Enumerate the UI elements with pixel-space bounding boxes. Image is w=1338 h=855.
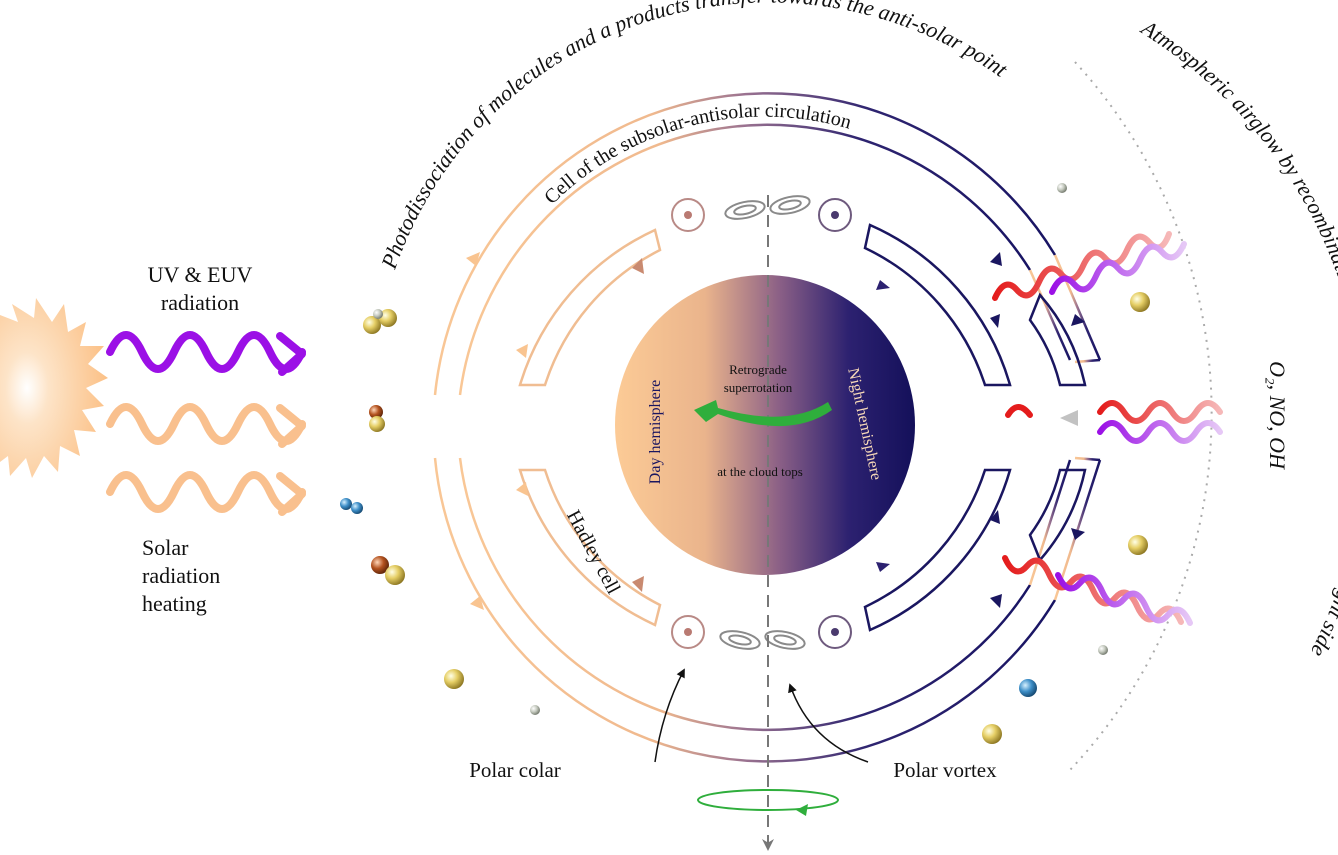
polar-colar-pointer — [654, 668, 685, 763]
cloud-tops-label: at the cloud tops — [717, 464, 803, 479]
hadley-cells-night — [863, 223, 1087, 632]
solar-label-line3: heating — [142, 591, 207, 616]
polar-colar-label: Polar colar — [469, 758, 561, 782]
solar-label-line1: Solar — [142, 535, 189, 560]
polar-vortex-pointer — [788, 683, 869, 763]
polar-marker-top-right — [818, 198, 852, 232]
uv-label-line1: UV & EUV — [148, 262, 253, 287]
flow-arrowheads — [466, 252, 1085, 610]
uv-wave-icon — [106, 331, 306, 376]
polar-marker-bottom-left — [671, 615, 705, 649]
airglow-triangle-icon — [1060, 410, 1078, 426]
hadley-cells-day — [518, 228, 662, 627]
solar-label-line2: radiation — [142, 563, 220, 588]
airglow-wave-icon — [992, 231, 1223, 626]
superrotation-arrow-icon — [694, 400, 832, 427]
retrograde-label-line1: Retrograde — [729, 362, 787, 377]
day-hemisphere-label: Day hemisphere — [647, 380, 664, 484]
uv-label-line2: radiation — [161, 290, 239, 315]
vortex-icon — [719, 195, 811, 650]
polar-vortex-label: Polar vortex — [893, 758, 997, 782]
polar-marker-top-left — [671, 198, 705, 232]
solar-wave-icon — [106, 403, 306, 516]
rotation-arrow-icon — [697, 789, 839, 816]
airglow-species-label: O₂, NO, OH — [1265, 361, 1290, 470]
airglow-label: Atmospheric airglow by recombination of … — [1136, 14, 1338, 662]
molecule-icon — [340, 183, 1150, 744]
retrograde-label-line2: superrotation — [724, 380, 793, 395]
polar-marker-bottom-right — [818, 615, 852, 649]
sun-icon — [0, 298, 108, 478]
subsolar-cell-label: Cell of the subsolar-antisolar circulati… — [540, 100, 854, 209]
subsolar-antisolar-cell — [433, 92, 1102, 763]
photodissociation-label: Photodissociation of molecules and a pro… — [376, 0, 1013, 273]
